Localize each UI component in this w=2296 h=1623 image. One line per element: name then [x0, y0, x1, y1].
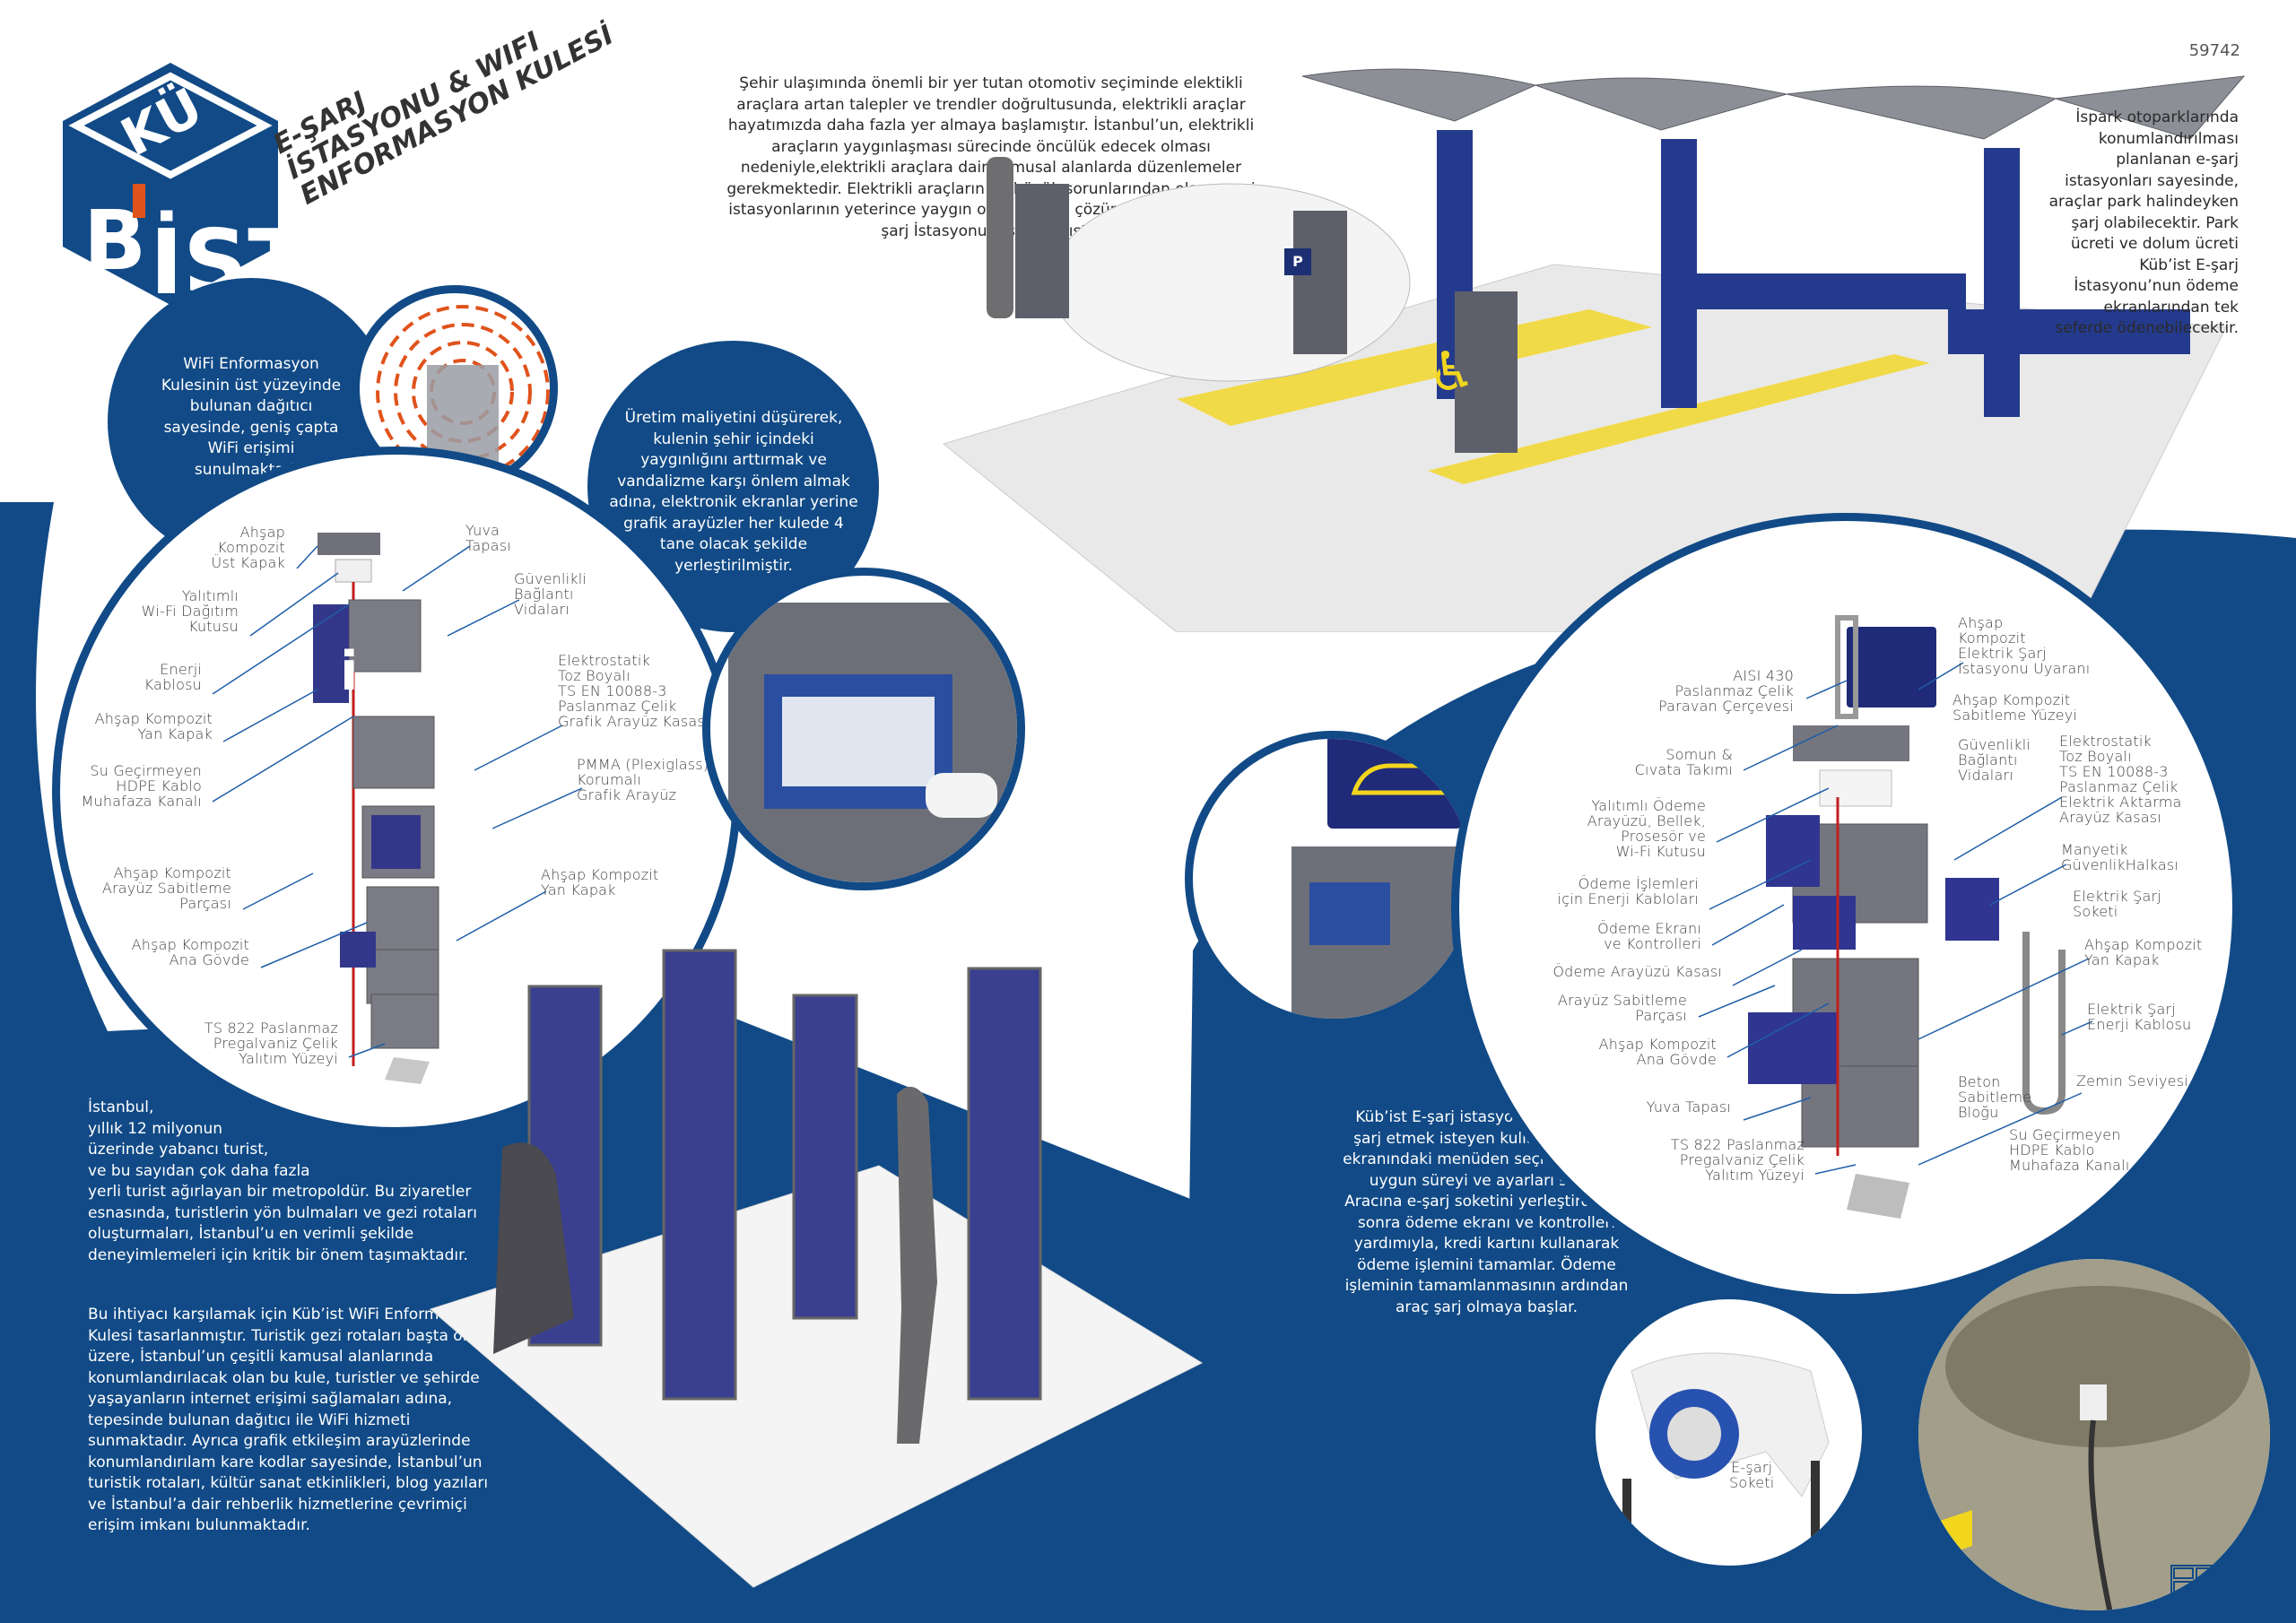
label-payment-cables: Ödeme İşlemleri için Enerji Kabloları: [1557, 875, 1699, 907]
label-main-body: Ahşap Kompozit Ana Gövde: [131, 936, 249, 968]
label-payment-case: Ödeme Arayüzü Kasası: [1552, 963, 1722, 980]
label-magnetic-ring: Manyetik GüvenlikHalkası: [2061, 841, 2179, 873]
label-transfer-case: Elektrostatik Toz Boyalı TS EN 10088-3 P…: [2059, 733, 2182, 826]
label-nut-bolt: Somun & Cıvata Takımı: [1634, 746, 1733, 778]
label-interface-fixing-station: Arayüz Sabitleme Parçası: [1557, 992, 1687, 1024]
socket-closeup: [1587, 1291, 1870, 1574]
panel-position-indicator: [2170, 1565, 2240, 1595]
label-insulation-surface: TS 822 Paslanmaz Pregalvaniz Çelik Yalıt…: [204, 1020, 338, 1067]
label-side-cover-right: Ahşap Kompozit Yan Kapak: [541, 866, 659, 898]
label-insulation-station: TS 822 Paslanmaz Pregalvaniz Çelik Yalıt…: [1670, 1136, 1805, 1184]
istanbul-text-body: İstanbul, yıllık 12 milyonun üzerinde ya…: [88, 1098, 477, 1264]
parking-sign: P: [1284, 248, 1311, 275]
poster-id: 59742: [2188, 41, 2240, 60]
label-main-body-station: Ahşap Kompozit Ana Gövde: [1598, 1036, 1717, 1068]
label-cable-channel-station: Su Geçirmeyen HDPE Kablo Muhafaza Kanalı: [2009, 1126, 2130, 1174]
label-wifi-box: Yalıtımlı Wi-Fi Dağıtım Kutusu: [141, 587, 239, 635]
label-ground-level: Zemin Seviyesi: [2076, 1072, 2188, 1089]
label-payment-screen: Ödeme Ekranı ve Kontrolleri: [1597, 920, 1701, 952]
label-fixing-surface: Ahşap Kompozit Sabitleme Yüzeyi: [1952, 691, 2078, 724]
label-frame: AISI 430 Paslanmaz Çelik Paravan Çerçeve…: [1658, 667, 1794, 715]
label-security-screws-station: Güvenlikli Bağlantı Vidaları: [1958, 736, 2031, 784]
label-e-socket: E-şarj Soketi: [1729, 1459, 1775, 1491]
charging-station-closeup: [1185, 731, 1481, 1027]
disabled-parking-marking: ♿: [1428, 341, 1476, 404]
label-pmma-interface: PMMA (Plexiglass) Korumalı Grafik Arayüz: [577, 756, 709, 803]
label-interface-case: Elektrostatik Toz Boyalı TS EN 10088-3 P…: [558, 652, 709, 730]
label-top-cover: Ahşap Kompozit Üst Kapak: [211, 524, 285, 571]
label-interface-fixing: Ahşap Kompozit Arayüz Sabitleme Parçası: [101, 864, 231, 912]
label-side-cover: Ahşap Kompozit Yan Kapak: [94, 710, 213, 742]
label-station-sign: Ahşap Kompozit Elektrik Şarj İstasyonu U…: [1958, 614, 2091, 677]
label-energy-cable: Enerji Kablosu: [144, 661, 202, 693]
label-side-cover-station: Ahşap Kompozit Yan Kapak: [2084, 936, 2203, 968]
ispark-text: İspark otoparklarında konumlandırılması …: [2048, 108, 2239, 337]
kubist-logo: KÜ B İST: [58, 58, 309, 315]
graphic-interface-closeup: [702, 568, 1025, 890]
tower-description-text: Bu ihtiyacı karşılamak için Küb’ist WiFi…: [88, 1306, 500, 1534]
cost-info-text: Üretim maliyetini düşürerek, kulenin şeh…: [609, 409, 858, 575]
charging-station-exploded-view: [1451, 513, 2240, 1302]
label-charging-cable: Elektrik Şarj Enerji Kablosu: [2087, 1001, 2192, 1033]
label-concrete-block: Beton Sabitleme Bloğu: [1958, 1073, 2032, 1121]
info-icon: i: [340, 640, 359, 703]
label-socket-plug: Yuva Tapası: [465, 522, 511, 554]
vehicle-charging-closeup: [1910, 1251, 2278, 1619]
istanbul-text: İstanbul, yıllık 12 milyonun üzerinde ya…: [88, 1098, 500, 1266]
label-security-screws: Güvenlikli Bağlantı Vidaları: [514, 570, 587, 618]
label-cable-channel: Su Geçirmeyen HDPE Kablo Muhafaza Kanalı: [81, 762, 202, 810]
payment-process-text: Küb’ist E-şarj istasyonunda aracını şarj…: [1343, 1108, 1631, 1316]
label-charging-socket: Elektrik Şarj Soketi: [2073, 888, 2161, 920]
wifi-towers-scene-render: [413, 933, 1220, 1596]
label-socket-plug-station: Yuva Tapası: [1646, 1098, 1731, 1115]
label-payment-box: Yalıtımlı Ödeme Arayüzü, Bellek, Prosesö…: [1587, 797, 1706, 860]
